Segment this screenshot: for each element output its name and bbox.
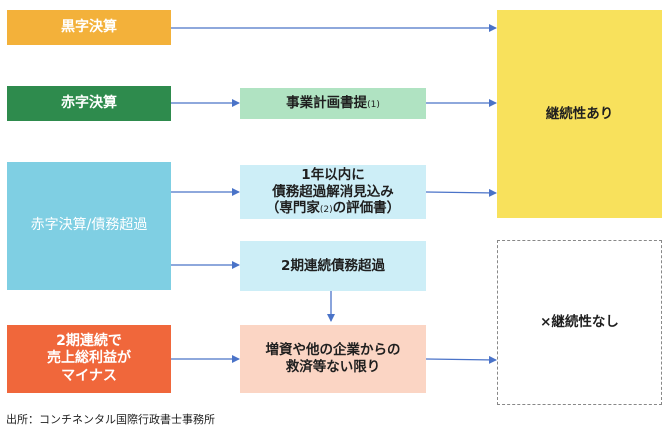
node-business-plan-label: 事業計画書提(1) <box>286 95 380 112</box>
node-no-going-concern-label: ×継続性なし <box>540 314 619 331</box>
node-resolve-plan: 1年以内に 債務超過解消見込み （専門家(2)の評価書） <box>240 165 426 219</box>
node-going-concern: 継続性あり <box>497 10 662 218</box>
node-loss-label: 赤字決算 <box>61 94 117 111</box>
node-business-plan: 事業計画書提(1) <box>240 88 426 119</box>
node-profit-label: 黒字決算 <box>61 18 117 35</box>
node-no-going-concern: ×継続性なし <box>497 240 662 405</box>
node-gross-negative: 2期連続で 売上総利益が マイナス <box>7 325 171 393</box>
arrow-resolve-plan-to-going-concern <box>425 188 497 197</box>
node-loss: 赤字決算 <box>7 86 171 121</box>
node-capital-increase: 増資や他の企業からの 救済等ない限り <box>240 325 426 393</box>
source-caption: 出所：コンチネンタル国際行政書士事務所 <box>6 413 215 426</box>
node-profit: 黒字決算 <box>7 10 171 45</box>
node-two-term-debt-label: 2期連続債務超過 <box>281 257 385 274</box>
node-gross-negative-label: 2期連続で 売上総利益が マイナス <box>47 332 131 384</box>
node-loss-debt-label: 赤字決算/債務超過 <box>30 217 148 234</box>
node-going-concern-label: 継続性あり <box>545 105 614 122</box>
node-capital-increase-label: 増資や他の企業からの 救済等ない限り <box>265 342 401 375</box>
node-two-term-debt: 2期連続債務超過 <box>240 241 426 291</box>
node-loss-debt: 赤字決算/債務超過 <box>7 162 171 290</box>
arrow-capital-increase-to-no-going-concern <box>425 355 497 364</box>
node-resolve-plan-label: 1年以内に 債務超過解消見込み （専門家(2)の評価書） <box>265 166 401 217</box>
